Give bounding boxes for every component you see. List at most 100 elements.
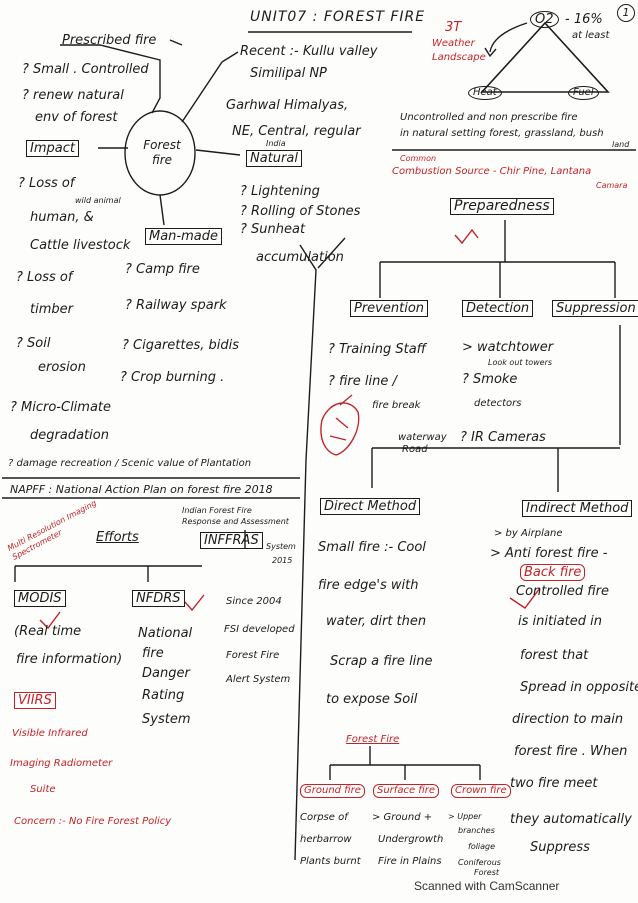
man-cause-3: ? Cigarettes, bidis — [122, 338, 240, 353]
fsi-line-3: Forest Fire — [226, 650, 280, 661]
landscape-label: Landscape — [432, 52, 486, 63]
man-cause-1: ? Camp fire — [125, 262, 200, 277]
impact-9: degradation — [30, 428, 109, 443]
surface-desc-2: Undergrowth — [378, 834, 444, 845]
direct-line-3: water, dirt then — [326, 614, 427, 629]
impact-1: ? Loss of — [18, 176, 75, 191]
crown-desc-4: Coniferous — [458, 858, 501, 867]
prevention-label: Prevention — [350, 300, 429, 317]
combustion-source: Combustion Source - Chir Pine, Lantana — [392, 166, 592, 177]
combustion-source-2: Camara — [596, 181, 628, 190]
page-number: 1 — [617, 4, 635, 22]
indirect-line-10: two fire meet — [510, 776, 598, 791]
napff-text: NAPFF : National Action Plan on forest f… — [10, 483, 273, 496]
definition-line-1: Uncontrolled and non prescribe fire — [400, 112, 578, 123]
fsi-line-1: Since 2004 — [226, 596, 282, 607]
definition-line-2b: land — [612, 140, 630, 149]
detection-1: > watchtower — [462, 340, 554, 355]
inffras-system: System — [266, 542, 296, 551]
prescribed-env: env of forest — [35, 110, 118, 125]
suppression-label: Suppression — [552, 300, 638, 317]
crown-fire-label: Crown fire — [451, 784, 511, 798]
direct-line-2: fire edge's with — [318, 578, 419, 593]
forest-fire-center: Forest fire — [143, 138, 181, 167]
ground-desc-1: Corpse of — [300, 812, 348, 823]
o2-note-2: at least — [572, 30, 610, 41]
indirect-line-5: is initiated in — [518, 614, 602, 629]
detection-1b: Look out towers — [488, 358, 553, 367]
indirect-line-2: > Anti forest fire - — [490, 546, 608, 561]
impact-7: erosion — [38, 360, 86, 375]
direct-line-4: Scrap a fire line — [330, 654, 433, 669]
indirect-line-6: forest that — [520, 648, 589, 663]
viirs-desc-2: Imaging Radiometer — [10, 758, 113, 769]
three-t-label: 3T — [445, 20, 462, 35]
indirect-line-9: forest fire . When — [514, 744, 628, 759]
viirs-label: VIIRS — [14, 692, 56, 709]
inffras-note-2: Response and Assessment — [182, 517, 289, 526]
fuel-label: Fuel — [568, 86, 599, 100]
prevention-3: fire break — [372, 400, 421, 411]
page-title: UNIT07 : FOREST FIRE — [250, 9, 426, 25]
direct-line-1: Small fire :- Cool — [318, 540, 426, 555]
inffras-year: 2015 — [272, 556, 293, 565]
impact-10: ? damage recreation / Scenic value of Pl… — [8, 458, 252, 469]
impact-3: Cattle livestock — [30, 238, 131, 253]
indirect-line-7: Spread in opposite — [520, 680, 638, 695]
prescribed-fire-label: Prescribed fire — [62, 33, 157, 48]
crown-desc-5: Forest — [474, 868, 500, 877]
nfdrs-desc-2: fire — [142, 646, 164, 661]
common-label: Common — [400, 154, 437, 163]
detection-label: Detection — [462, 300, 534, 317]
crown-desc-3: foliage — [468, 842, 496, 851]
viirs-desc-3: Suite — [30, 784, 56, 795]
impact-5: timber — [30, 302, 73, 317]
nfdrs-desc-3: Danger — [142, 666, 190, 681]
forest-fire-types-label: Forest Fire — [346, 734, 400, 745]
direct-method-label: Direct Method — [320, 498, 421, 515]
recent-line-3: Garhwal Himalyas, — [226, 98, 349, 113]
viirs-desc-1: Visible Infrared — [12, 728, 88, 739]
o2-note: - 16% — [565, 12, 603, 27]
detection-3: detectors — [474, 398, 522, 409]
natural-cause-1: ? Lightening — [240, 184, 320, 199]
inffras-label: INFFRAS — [200, 532, 263, 549]
man-cause-4: ? Crop burning . — [120, 370, 225, 385]
inffras-note-1: Indian Forest Fire — [182, 506, 252, 515]
man-made-label: Man-made — [145, 228, 222, 245]
indirect-line-8: direction to main — [512, 712, 624, 727]
detection-2: ? Smoke — [462, 372, 518, 387]
impact-6: ? Soil — [16, 336, 51, 351]
camscanner-watermark: Scanned with CamScanner — [414, 879, 560, 893]
forest-policy-concern: Concern :- No Fire Forest Policy — [14, 816, 172, 827]
recent-line-4: NE, Central, regular — [232, 124, 361, 139]
crown-desc-1: > Upper — [448, 812, 482, 821]
o2-label: O2 — [530, 11, 559, 28]
prevention-4: waterway — [398, 432, 447, 443]
impact-8: ? Micro-Climate — [10, 400, 112, 415]
ground-desc-3: Plants burnt — [300, 856, 361, 867]
heat-label: Heat — [468, 86, 502, 100]
prevention-2: ? fire line / — [328, 374, 397, 389]
man-cause-2: ? Railway spark — [125, 298, 227, 313]
indirect-line-1: > by Airplane — [494, 528, 563, 539]
prevention-5: Road — [402, 444, 428, 455]
natural-label: Natural — [246, 150, 302, 167]
natural-cause-4: accumulation — [256, 250, 344, 265]
fsi-line-2: FSI developed — [224, 624, 295, 635]
indirect-line-12: Suppress — [530, 840, 590, 855]
crown-desc-2: branches — [458, 826, 495, 835]
nfdrs-desc-5: System — [142, 712, 191, 727]
recent-line-1: Recent :- Kullu valley — [240, 44, 378, 59]
surface-desc-3: Fire in Plains — [378, 856, 442, 867]
back-fire-label: Back fire — [520, 564, 586, 581]
definition-line-2: in natural setting forest, grassland, bu… — [400, 128, 604, 139]
ground-fire-label: Ground fire — [300, 784, 365, 798]
prescribed-renew: ? renew natural — [22, 88, 124, 103]
prescribed-small: ? Small . Controlled — [22, 62, 149, 77]
surface-desc-1: > Ground + — [372, 812, 433, 823]
nfdrs-desc-4: Rating — [142, 688, 185, 703]
direct-line-5: to expose Soil — [326, 692, 418, 707]
